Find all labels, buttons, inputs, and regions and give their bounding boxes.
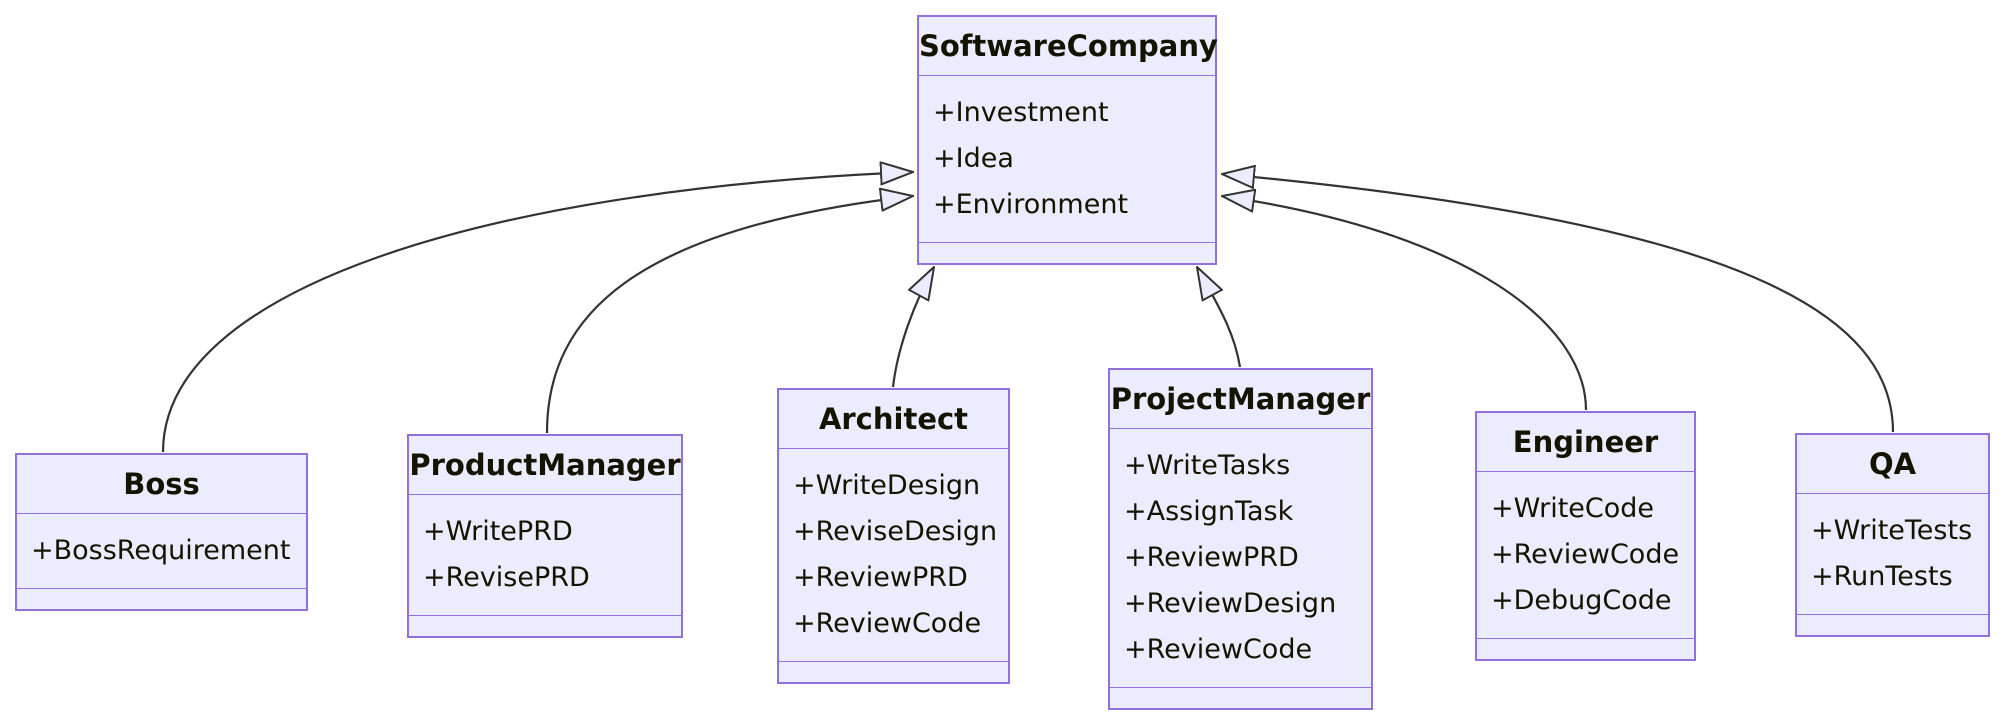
class-attributes: +WriteTests +RunTests xyxy=(1797,494,1988,615)
class-title: Architect xyxy=(779,390,1008,449)
class-attribute: +ReviewPRD xyxy=(793,562,968,593)
class-attributes: +WriteCode +ReviewCode +DebugCode xyxy=(1477,472,1694,639)
class-attribute: +ReviewCode xyxy=(793,608,982,639)
class-methods-empty xyxy=(1110,688,1371,708)
class-title: Engineer xyxy=(1477,413,1694,472)
class-attribute: +WritePRD xyxy=(423,516,573,547)
inheritance-arrow-engineer-to-softwarecompany xyxy=(1222,196,1588,411)
class-attribute: +WriteCode xyxy=(1491,493,1655,524)
inheritance-arrow-productmanager-to-softwarecompany xyxy=(545,196,913,434)
class-attribute: +WriteDesign xyxy=(793,470,981,501)
class-attribute: +BossRequirement xyxy=(31,535,291,566)
class-attribute: +ReviewCode xyxy=(1491,539,1680,570)
inheritance-arrow-projectmanager-to-softwarecompany xyxy=(1197,267,1242,368)
class-title: Boss xyxy=(17,455,306,514)
class-attribute: +ReviewDesign xyxy=(1124,588,1337,619)
class-attributes: +WriteDesign +ReviseDesign +ReviewPRD +R… xyxy=(779,449,1008,662)
class-node-projectmanager: ProjectManager +WriteTasks +AssignTask +… xyxy=(1108,368,1373,710)
class-title: QA xyxy=(1797,435,1988,494)
class-attribute: +Investment xyxy=(933,97,1109,128)
inheritance-arrow-architect-to-softwarecompany xyxy=(891,267,934,388)
class-attribute: +ReviewPRD xyxy=(1124,542,1299,573)
class-attribute: +WriteTasks xyxy=(1124,450,1291,481)
class-attribute: +Idea xyxy=(933,143,1014,174)
class-attribute: +RevisePRD xyxy=(423,562,590,593)
class-methods-empty xyxy=(1477,639,1694,659)
class-methods-empty xyxy=(919,243,1215,263)
class-attributes: +Investment +Idea +Environment xyxy=(919,76,1215,243)
class-attribute: +WriteTests xyxy=(1811,515,1973,546)
class-attribute: +DebugCode xyxy=(1491,585,1672,616)
class-methods-empty xyxy=(1797,615,1988,635)
class-title: SoftwareCompany xyxy=(919,17,1218,76)
inheritance-arrow-qa-to-softwarecompany xyxy=(1222,174,1895,433)
class-attributes: +BossRequirement xyxy=(17,514,306,589)
class-title: ProductManager xyxy=(409,436,681,495)
class-attributes: +WriteTasks +AssignTask +ReviewPRD +Revi… xyxy=(1110,429,1371,688)
class-node-boss: Boss +BossRequirement xyxy=(15,453,308,611)
class-node-engineer: Engineer +WriteCode +ReviewCode +DebugCo… xyxy=(1475,411,1696,661)
class-attribute: +AssignTask xyxy=(1124,496,1294,527)
class-node-qa: QA +WriteTests +RunTests xyxy=(1795,433,1990,637)
class-attribute: +RunTests xyxy=(1811,561,1953,592)
class-attribute: +ReviewCode xyxy=(1124,634,1313,665)
class-attributes: +WritePRD +RevisePRD xyxy=(409,495,681,616)
class-title: ProjectManager xyxy=(1110,370,1371,429)
class-attribute: +ReviseDesign xyxy=(793,516,998,547)
class-attribute: +Environment xyxy=(933,189,1129,220)
class-node-productmanager: ProductManager +WritePRD +RevisePRD xyxy=(407,434,683,638)
class-node-architect: Architect +WriteDesign +ReviseDesign +Re… xyxy=(777,388,1010,684)
inheritance-arrow-boss-to-softwarecompany xyxy=(161,172,913,453)
class-methods-empty xyxy=(409,616,681,636)
class-node-softwarecompany: SoftwareCompany +Investment +Idea +Envir… xyxy=(917,15,1218,265)
class-methods-empty xyxy=(779,662,1008,682)
class-methods-empty xyxy=(17,589,306,609)
